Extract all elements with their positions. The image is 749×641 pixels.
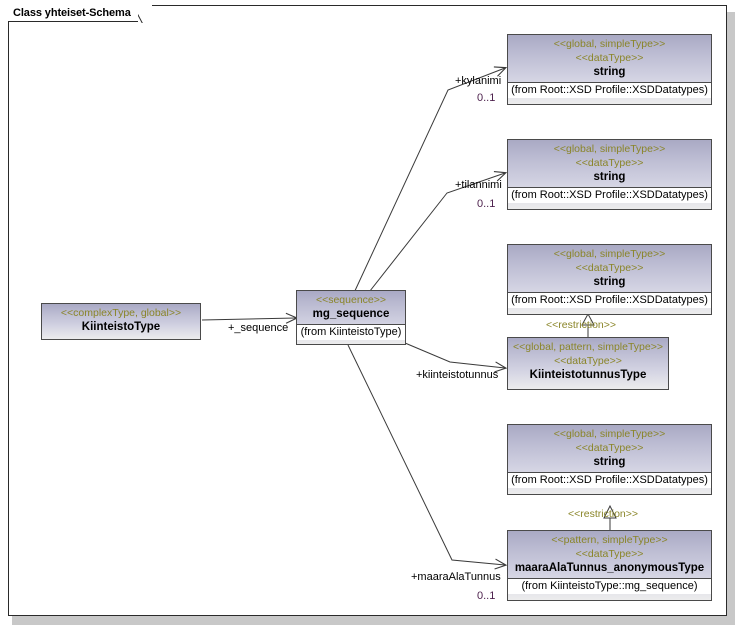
class-stereotype-datatype: <<dataType>> (575, 157, 644, 169)
class-package: (from KiinteistoType) (297, 324, 405, 340)
class-name: KiinteistoType (81, 321, 161, 333)
association-label-maaraalatunnus: +maaraAlaTunnus (411, 571, 501, 583)
class-stereotype: <<complexType, global>> (60, 307, 182, 319)
class-box-maaraalatunnus-anonymoustype[interactable]: <<pattern, simpleType>> <<dataType>> maa… (507, 530, 712, 601)
class-name: string (593, 171, 626, 183)
class-stereotype-datatype: <<dataType>> (575, 262, 644, 274)
multiplicity-maaraalatunnus: 0..1 (477, 590, 496, 602)
class-box-kiinteistotunnustype[interactable]: <<global, pattern, simpleType>> <<dataTy… (507, 337, 669, 390)
class-box-kiinteistotype[interactable]: <<complexType, global>> KiinteistoType (41, 303, 201, 340)
class-name: maaraAlaTunnus_anonymousType (514, 562, 705, 574)
class-box-string-tilannimi[interactable]: <<global, simpleType>> <<dataType>> stri… (507, 139, 712, 210)
class-stereotype: <<global, simpleType>> (553, 428, 666, 440)
class-package: (from Root::XSD Profile::XSDDatatypes) (508, 82, 711, 98)
class-stereotype-datatype: <<dataType>> (575, 52, 644, 64)
association-label-kylanimi: +kylanimi (455, 75, 502, 87)
class-name: string (593, 276, 626, 288)
class-package: (from Root::XSD Profile::XSDDatatypes) (508, 187, 711, 203)
generalization-label-maaraalatunnus: <<restriction>> (568, 508, 639, 520)
class-name: string (593, 456, 626, 468)
class-stereotype-datatype: <<dataType>> (554, 355, 622, 367)
class-box-string-maaraalatunnus[interactable]: <<global, simpleType>> <<dataType>> stri… (507, 424, 712, 495)
class-name: mg_sequence (312, 308, 390, 320)
class-package: (from Root::XSD Profile::XSDDatatypes) (508, 472, 711, 488)
class-stereotype: <<global, pattern, simpleType>> (512, 341, 663, 353)
class-stereotype-datatype: <<dataType>> (575, 548, 644, 560)
class-box-mg-sequence[interactable]: <<sequence>> mg_sequence (from Kiinteist… (296, 290, 406, 345)
diagram-frame-tab-notch (138, 5, 152, 23)
association-label-kiinteistotunnus: +kiinteistotunnus (416, 369, 499, 381)
class-box-string-kiinteistotunnus[interactable]: <<global, simpleType>> <<dataType>> stri… (507, 244, 712, 315)
class-name: KiinteistotunnusType (529, 369, 647, 381)
class-stereotype: <<sequence>> (315, 294, 387, 306)
class-stereotype: <<global, simpleType>> (553, 248, 666, 260)
class-box-string-kylanimi[interactable]: <<global, simpleType>> <<dataType>> stri… (507, 34, 712, 105)
class-name: string (593, 66, 626, 78)
class-stereotype: <<global, simpleType>> (553, 143, 666, 155)
association-label-tilannimi: +tilannimi (455, 179, 502, 191)
class-stereotype: <<pattern, simpleType>> (551, 534, 668, 546)
class-stereotype-datatype: <<dataType>> (575, 442, 644, 454)
multiplicity-tilannimi: 0..1 (477, 198, 496, 210)
diagram-frame-title: Class yhteiset-Schema (8, 5, 139, 22)
generalization-label-kiinteistotunnus: <<restriction>> (546, 319, 617, 331)
multiplicity-kylanimi: 0..1 (477, 92, 496, 104)
association-label-sequence: +_sequence (228, 322, 289, 334)
class-stereotype: <<global, simpleType>> (553, 38, 666, 50)
class-package: (from Root::XSD Profile::XSDDatatypes) (508, 292, 711, 308)
class-package: (from KiinteistoType::mg_sequence) (508, 578, 711, 594)
